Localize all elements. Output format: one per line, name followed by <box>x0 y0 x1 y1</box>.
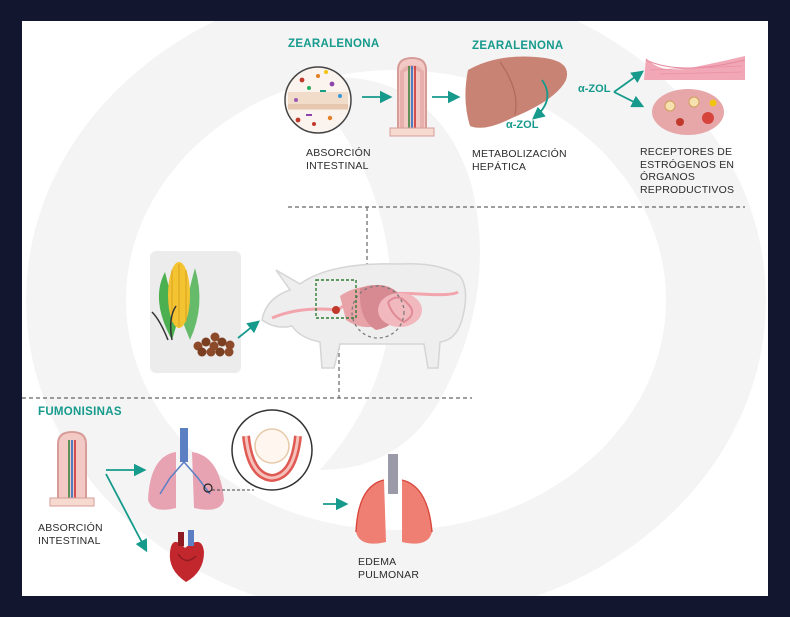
absorption-label-bottom: ABSORCIÓN INTESTINAL <box>38 522 103 547</box>
arrow-liver-azol <box>532 79 549 120</box>
corn-icon <box>151 262 200 341</box>
heart-icon <box>169 530 204 582</box>
zearalenona-title-left: ZEARALENONA <box>288 38 380 50</box>
zearalenona-title-mid: ZEARALENONA <box>472 40 564 52</box>
lungs-icon <box>148 428 224 510</box>
liver-icon <box>465 56 568 128</box>
azol-liver-label: α-ZOL <box>506 119 539 131</box>
edema-lungs-icon <box>355 454 433 544</box>
intestine-villus-icon-top <box>389 56 435 137</box>
azol-branch-label: α-ZOL <box>578 83 611 95</box>
microbe-circle-icon <box>284 66 352 134</box>
arrow-feed-to-pig <box>237 320 260 339</box>
arrow-villus-to-heart <box>105 473 148 553</box>
metabolism-label: METABOLIZACIÓN HEPÁTICA <box>472 148 567 173</box>
ovary-icon <box>652 89 724 135</box>
fumonisinas-title: FUMONISINAS <box>38 406 122 418</box>
pig-icon <box>261 263 467 369</box>
arrow-to-ovary <box>613 91 645 108</box>
feed-pellets-icon <box>193 332 235 357</box>
uterus-icon <box>644 56 746 80</box>
alveolus-zoom-icon <box>231 409 313 491</box>
edema-label: EDEMA PULMONAR <box>358 556 420 581</box>
intestine-villus-icon-bottom <box>49 430 95 507</box>
receptors-label: RECEPTORES DE ESTRÓGENOS EN ÓRGANOS REPR… <box>640 146 735 196</box>
absorption-label-top: ABSORCIÓN INTESTINAL <box>306 147 371 172</box>
arrow-to-uterus <box>613 70 645 93</box>
